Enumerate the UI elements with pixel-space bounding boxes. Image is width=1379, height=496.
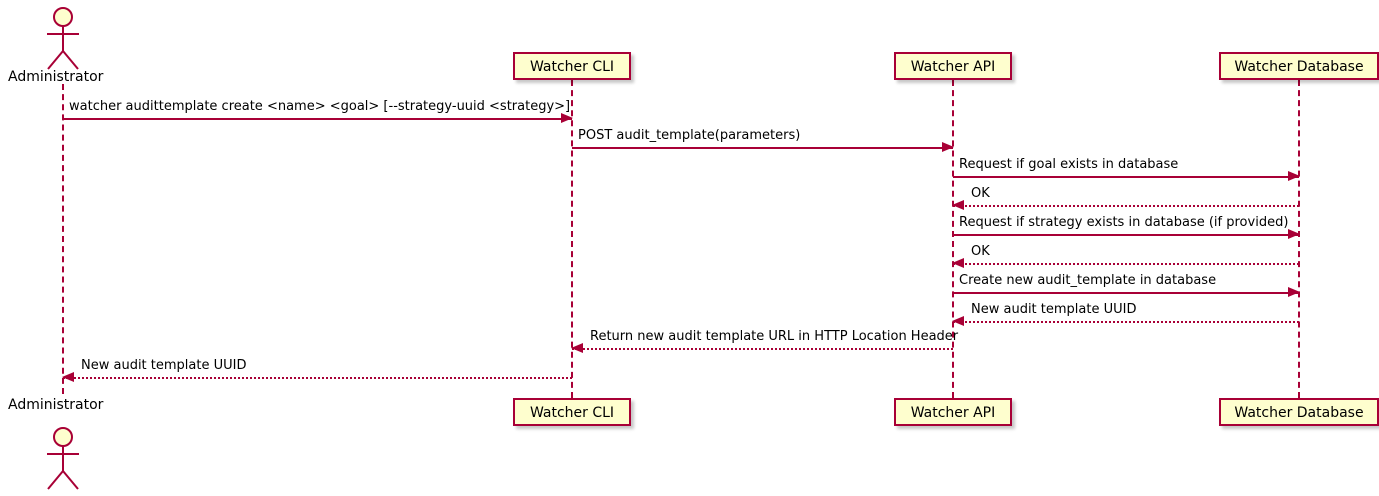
message-label-7: Create new audit_template in database (959, 273, 1217, 288)
actor-administrator-bottom[interactable] (41, 426, 85, 496)
participant-box-watcher-api-bottom[interactable]: Watcher API (893, 398, 1013, 426)
message-line-5 (953, 234, 1299, 236)
lifeline-administrator (62, 84, 64, 394)
arrowhead-left-icon (571, 343, 583, 353)
message-label-10: New audit template UUID (81, 358, 247, 373)
message-line-2 (572, 147, 953, 149)
participant-box-watcher-database-top[interactable]: Watcher Database (1218, 52, 1379, 80)
message-label-3: Request if goal exists in database (959, 157, 1179, 172)
lifeline-watcher-database (1298, 80, 1300, 398)
actor-figure-administrator-top (47, 7, 79, 70)
message-label-6: OK (971, 244, 990, 259)
message-line-9 (572, 348, 953, 350)
participant-box-watcher-cli-bottom[interactable]: Watcher CLI (512, 398, 632, 426)
participant-box-watcher-cli-top[interactable]: Watcher CLI (512, 52, 632, 80)
arrowhead-right-icon (942, 142, 954, 152)
message-line-8 (953, 321, 1299, 323)
actor-label-administrator-bottom: Administrator (8, 397, 104, 413)
message-line-3 (953, 176, 1299, 178)
participant-box-watcher-database-bottom[interactable]: Watcher Database (1218, 398, 1379, 426)
actor-administrator-top[interactable] (41, 6, 85, 76)
message-label-2: POST audit_template(parameters) (578, 128, 801, 143)
arrowhead-left-icon (952, 200, 964, 210)
arrowhead-left-icon (952, 258, 964, 268)
message-line-1 (63, 118, 572, 120)
message-line-6 (953, 263, 1299, 265)
arrowhead-right-icon (1288, 229, 1300, 239)
message-label-1: watcher audittemplate create <name> <goa… (69, 99, 571, 114)
arrowhead-right-icon (1288, 171, 1300, 181)
arrowhead-right-icon (1288, 287, 1300, 297)
participant-box-watcher-api-top[interactable]: Watcher API (893, 52, 1013, 80)
lifeline-watcher-cli (571, 80, 573, 398)
arrowhead-left-icon (952, 316, 964, 326)
lifeline-watcher-api (952, 80, 954, 398)
actor-figure-administrator-bottom (47, 427, 79, 490)
message-line-10 (63, 377, 572, 379)
message-label-9: Return new audit template URL in HTTP Lo… (590, 329, 959, 344)
message-label-4: OK (971, 186, 990, 201)
arrowhead-left-icon (62, 372, 74, 382)
actor-label-administrator-top: Administrator (8, 69, 104, 85)
message-line-4 (953, 205, 1299, 207)
message-line-7 (953, 292, 1299, 294)
message-label-8: New audit template UUID (971, 302, 1137, 317)
arrowhead-right-icon (561, 113, 573, 123)
message-label-5: Request if strategy exists in database (… (959, 215, 1289, 230)
